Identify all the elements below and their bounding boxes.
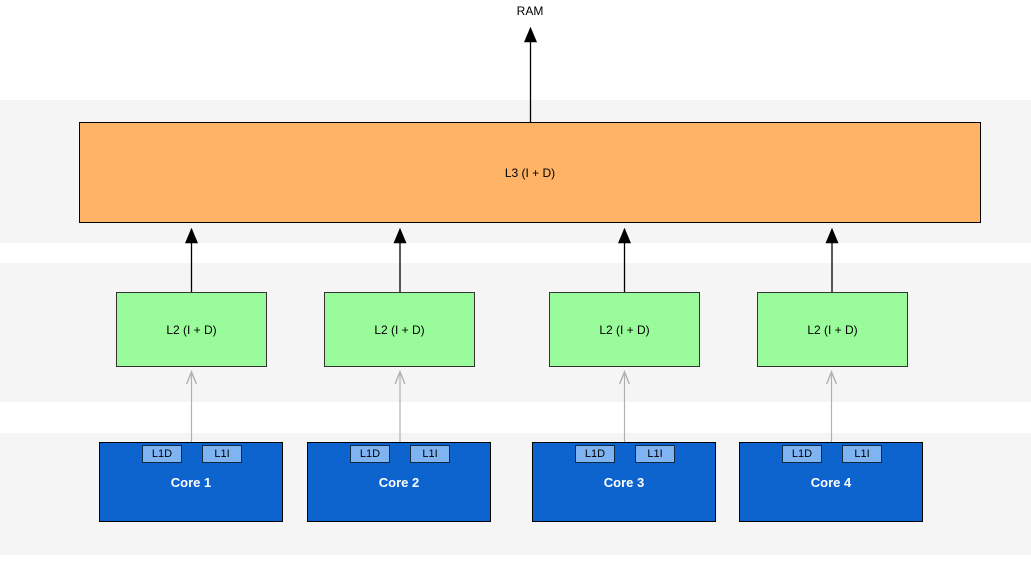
l2-cache-box-3: L2 (I + D) bbox=[549, 292, 700, 367]
l1d-cache-box: L1D bbox=[782, 445, 822, 463]
l1d-cache-label: L1D bbox=[584, 448, 606, 460]
l1i-cache-box: L1I bbox=[635, 445, 675, 463]
l1d-cache-label: L1D bbox=[791, 448, 813, 460]
l1d-cache-label: L1D bbox=[151, 448, 173, 460]
ram-label: RAM bbox=[516, 4, 544, 18]
l3-cache-label: L3 (I + D) bbox=[504, 165, 556, 180]
l1d-cache-box: L1D bbox=[142, 445, 182, 463]
core-label: Core 3 bbox=[603, 474, 645, 490]
l2-cache-label: L2 (I + D) bbox=[374, 322, 425, 337]
core-box-1: L1D L1I Core 1 bbox=[99, 442, 283, 522]
l1i-cache-box: L1I bbox=[202, 445, 242, 463]
l2-cache-label: L2 (I + D) bbox=[599, 322, 650, 337]
l1i-cache-label: L1I bbox=[214, 448, 230, 460]
l1i-cache-label: L1I bbox=[647, 448, 663, 460]
core-box-3: L1D L1I Core 3 bbox=[532, 442, 716, 522]
l1i-cache-label: L1I bbox=[422, 448, 438, 460]
l2-cache-label: L2 (I + D) bbox=[807, 322, 858, 337]
core-label: Core 1 bbox=[170, 474, 212, 490]
l2-cache-box-4: L2 (I + D) bbox=[757, 292, 908, 367]
l1d-cache-label: L1D bbox=[359, 448, 381, 460]
l1i-cache-box: L1I bbox=[410, 445, 450, 463]
core-label: Core 2 bbox=[378, 474, 420, 490]
core-box-2: L1D L1I Core 2 bbox=[307, 442, 491, 522]
l1i-cache-box: L1I bbox=[842, 445, 882, 463]
l2-cache-box-1: L2 (I + D) bbox=[116, 292, 267, 367]
core-label: Core 4 bbox=[810, 474, 852, 490]
l2-cache-box-2: L2 (I + D) bbox=[324, 292, 475, 367]
core-box-4: L1D L1I Core 4 bbox=[739, 442, 923, 522]
l2-cache-label: L2 (I + D) bbox=[166, 322, 217, 337]
l3-cache-box: L3 (I + D) bbox=[79, 122, 981, 223]
l1d-cache-box: L1D bbox=[350, 445, 390, 463]
l1i-cache-label: L1I bbox=[854, 448, 870, 460]
l1d-cache-box: L1D bbox=[575, 445, 615, 463]
